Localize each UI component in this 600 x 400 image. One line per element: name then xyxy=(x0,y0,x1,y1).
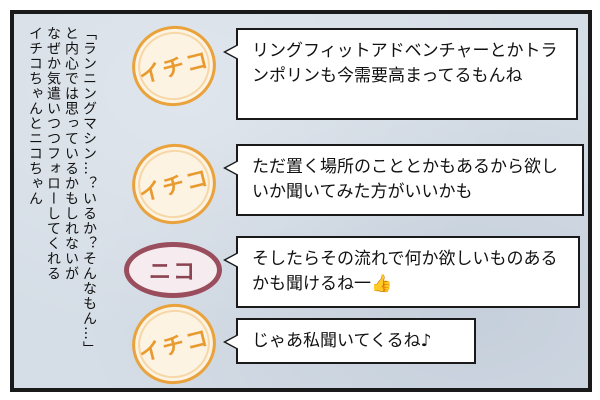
ichiko-stamp: イチコ xyxy=(123,17,225,115)
ichiko-stamp-label: イチコ xyxy=(136,47,213,90)
speech-bubble-4-text: じゃあ私聞いてくるね♪ xyxy=(252,331,432,351)
speech-bubble-1-text: リングフィットアドベンチャーとかトランポリンも今需要高まってるもんね xyxy=(252,41,558,86)
comic-panel: 「ランニングマシン…？いるか？そんなもん…」 と内心では思っているかもしれないが… xyxy=(10,10,592,392)
ichiko-stamp-label: イチコ xyxy=(136,165,213,208)
ichiko-stamp: イチコ xyxy=(123,295,225,388)
niko-stamp-label: ニコ xyxy=(148,260,197,285)
speech-bubble-4: じゃあ私聞いてくるね♪ xyxy=(223,318,476,364)
narration-line-3: なぜか気遣いつつフォローしてくれる xyxy=(45,26,61,281)
narration-line-2: と内心では思っているかもしれないが xyxy=(63,26,79,281)
speech-bubble-1: リングフィットアドベンチャーとかトランポリンも今需要高まってるもんね xyxy=(223,28,578,120)
niko-stamp: ニコ xyxy=(124,242,222,298)
narration-line-1: 「ランニングマシン…？いるか？そんなもん…」 xyxy=(81,26,97,356)
speech-bubble-2: ただ置く場所のこととかもあるから欲しいか聞いてみた方がいいかも xyxy=(223,144,584,216)
speech-bubble-2-text: ただ置く場所のこととかもあるから欲しいか聞いてみた方がいいかも xyxy=(252,157,558,202)
ichiko-stamp: イチコ xyxy=(123,135,225,233)
ichiko-stamp-label: イチコ xyxy=(136,325,213,368)
narration-line-4: イチコちゃんとニコちゃん xyxy=(27,26,43,206)
speech-bubble-3: そしたらその流れで何か欲しいものあるかも聞けるね一👍 xyxy=(223,236,580,308)
speech-bubble-3-text: そしたらその流れで何か欲しいものあるかも聞けるね一👍 xyxy=(252,249,558,294)
